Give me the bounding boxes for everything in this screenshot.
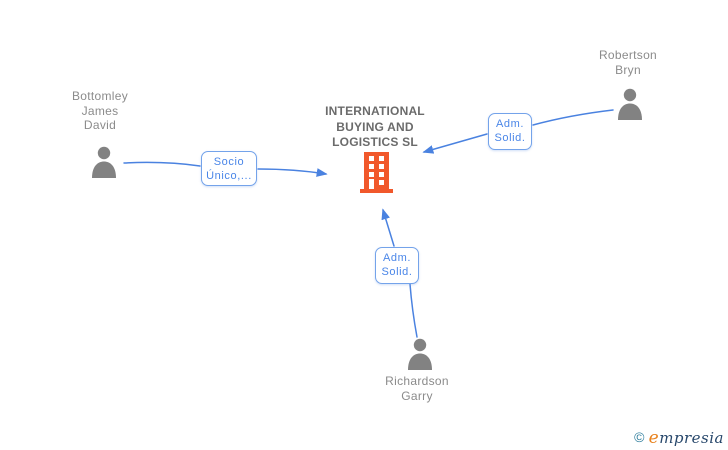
- empresia-watermark[interactable]: © empresia: [634, 428, 724, 448]
- copyright-icon: ©: [634, 429, 645, 445]
- edge-adm-robertson-line-from-person: [532, 109, 614, 126]
- company-title-line: INTERNATIONAL: [325, 104, 425, 118]
- person-label-robertson: Robertson Bryn: [578, 48, 678, 77]
- person-label-richardson: Richardson Garry: [367, 374, 467, 403]
- person-name-line: James: [81, 103, 119, 118]
- brand-initial: e: [648, 428, 660, 448]
- company-title-line: LOGISTICS SL: [332, 135, 418, 149]
- edge-label-line: Adm.: [382, 252, 412, 264]
- person-icon[interactable]: [89, 145, 119, 178]
- building-icon[interactable]: [359, 152, 394, 193]
- edge-socio-line-from-person: [123, 161, 201, 167]
- person-name-line: Garry: [401, 388, 433, 403]
- person-icon[interactable]: [615, 87, 645, 120]
- edge-label-adm-solid-robertson[interactable]: Adm. Solid.: [488, 113, 532, 150]
- edge-label-adm-solid-richardson[interactable]: Adm. Solid.: [375, 247, 419, 284]
- edge-label-line: Solid.: [494, 132, 526, 144]
- person-name-line: Richardson: [385, 374, 449, 388]
- brand-text: empresia: [648, 428, 724, 448]
- edge-label-line: Socio: [213, 156, 245, 168]
- edge-label-socio-unico[interactable]: Socio Único,...: [201, 151, 257, 186]
- edge-label-line: Solid.: [381, 266, 413, 278]
- brand-rest: mpresia: [659, 429, 724, 447]
- person-name-line: Bryn: [615, 62, 641, 77]
- person-name-line: David: [83, 118, 117, 132]
- edge-label-line: Adm.: [495, 118, 525, 130]
- company-title-line: BUYING AND: [336, 119, 414, 134]
- person-label-bottomley: Bottomley James David: [40, 89, 160, 133]
- edge-socio-line-to-company: [257, 168, 328, 177]
- person-name-line: Robertson: [598, 48, 658, 62]
- edge-label-line: Único,...: [206, 170, 252, 182]
- person-icon[interactable]: [405, 337, 435, 370]
- company-title: INTERNATIONAL BUYING AND LOGISTICS SL: [303, 104, 447, 151]
- edge-adm-richardson-line-to-company: [381, 208, 395, 247]
- edge-adm-richardson-line-from-person: [409, 283, 418, 338]
- person-name-line: Bottomley: [71, 89, 129, 103]
- edge-adm-robertson-line-to-company: [422, 133, 488, 154]
